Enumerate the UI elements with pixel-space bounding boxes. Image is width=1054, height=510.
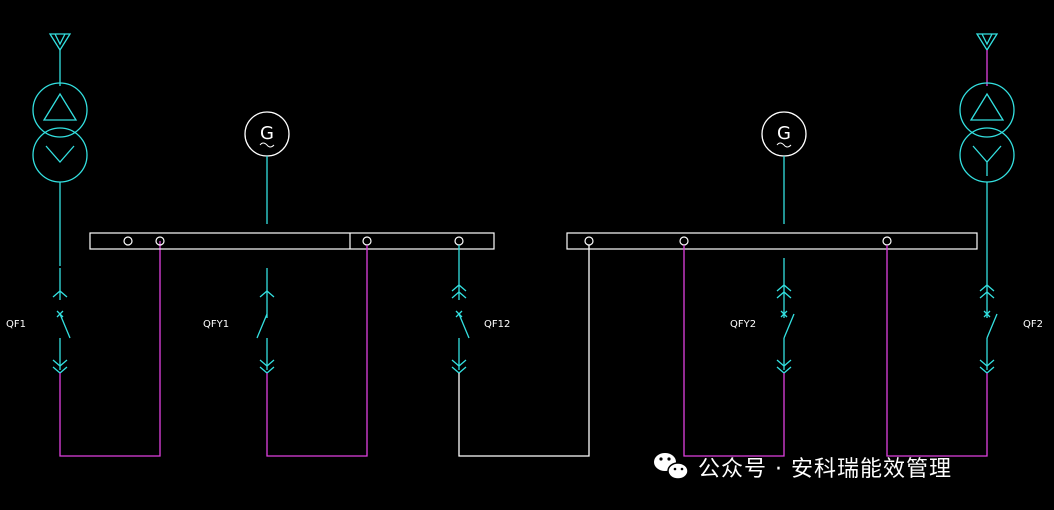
qf1-label: QF1 (6, 319, 26, 330)
left-generator-label: G (260, 123, 274, 144)
right-generator: G (761, 111, 807, 224)
left-transformer-primary-icon (32, 82, 88, 138)
watermark-text: 公众号 · 安科瑞能效管理 (698, 457, 952, 482)
left-transformer-secondary-icon (32, 127, 88, 183)
watermark: 公众号 · 安科瑞能效管理 (654, 453, 952, 482)
qf1-breaker-icon[interactable] (52, 268, 71, 374)
right-transformer-feeder (959, 33, 1015, 266)
left-generator: G (244, 111, 290, 224)
right-generator-label: G (777, 123, 791, 144)
qfy2-link (683, 245, 785, 457)
qfy1-breaker-icon[interactable] (256, 268, 275, 374)
left-busbar (89, 232, 495, 250)
qf12-label: QF12 (484, 319, 510, 330)
wechat-icon (654, 453, 689, 480)
left-incoming-arrow-icon (48, 33, 72, 52)
qf12-breaker-icon[interactable] (451, 245, 470, 374)
qfy1-label: QFY1 (203, 319, 229, 330)
qfy1-link (266, 245, 368, 457)
qf2-link (886, 245, 988, 457)
qf2-label: QF2 (1023, 319, 1043, 330)
right-transformer-primary-icon (959, 82, 1015, 138)
qfy2-breaker-icon[interactable] (776, 258, 795, 374)
right-busbar (566, 232, 978, 250)
qfy2-label: QFY2 (730, 319, 756, 330)
qf2-breaker-icon[interactable] (979, 266, 998, 374)
left-transformer-feeder (32, 33, 88, 266)
right-incoming-arrow-icon (975, 33, 999, 52)
bus-tie-link (458, 245, 590, 457)
qf1-link (59, 241, 161, 457)
